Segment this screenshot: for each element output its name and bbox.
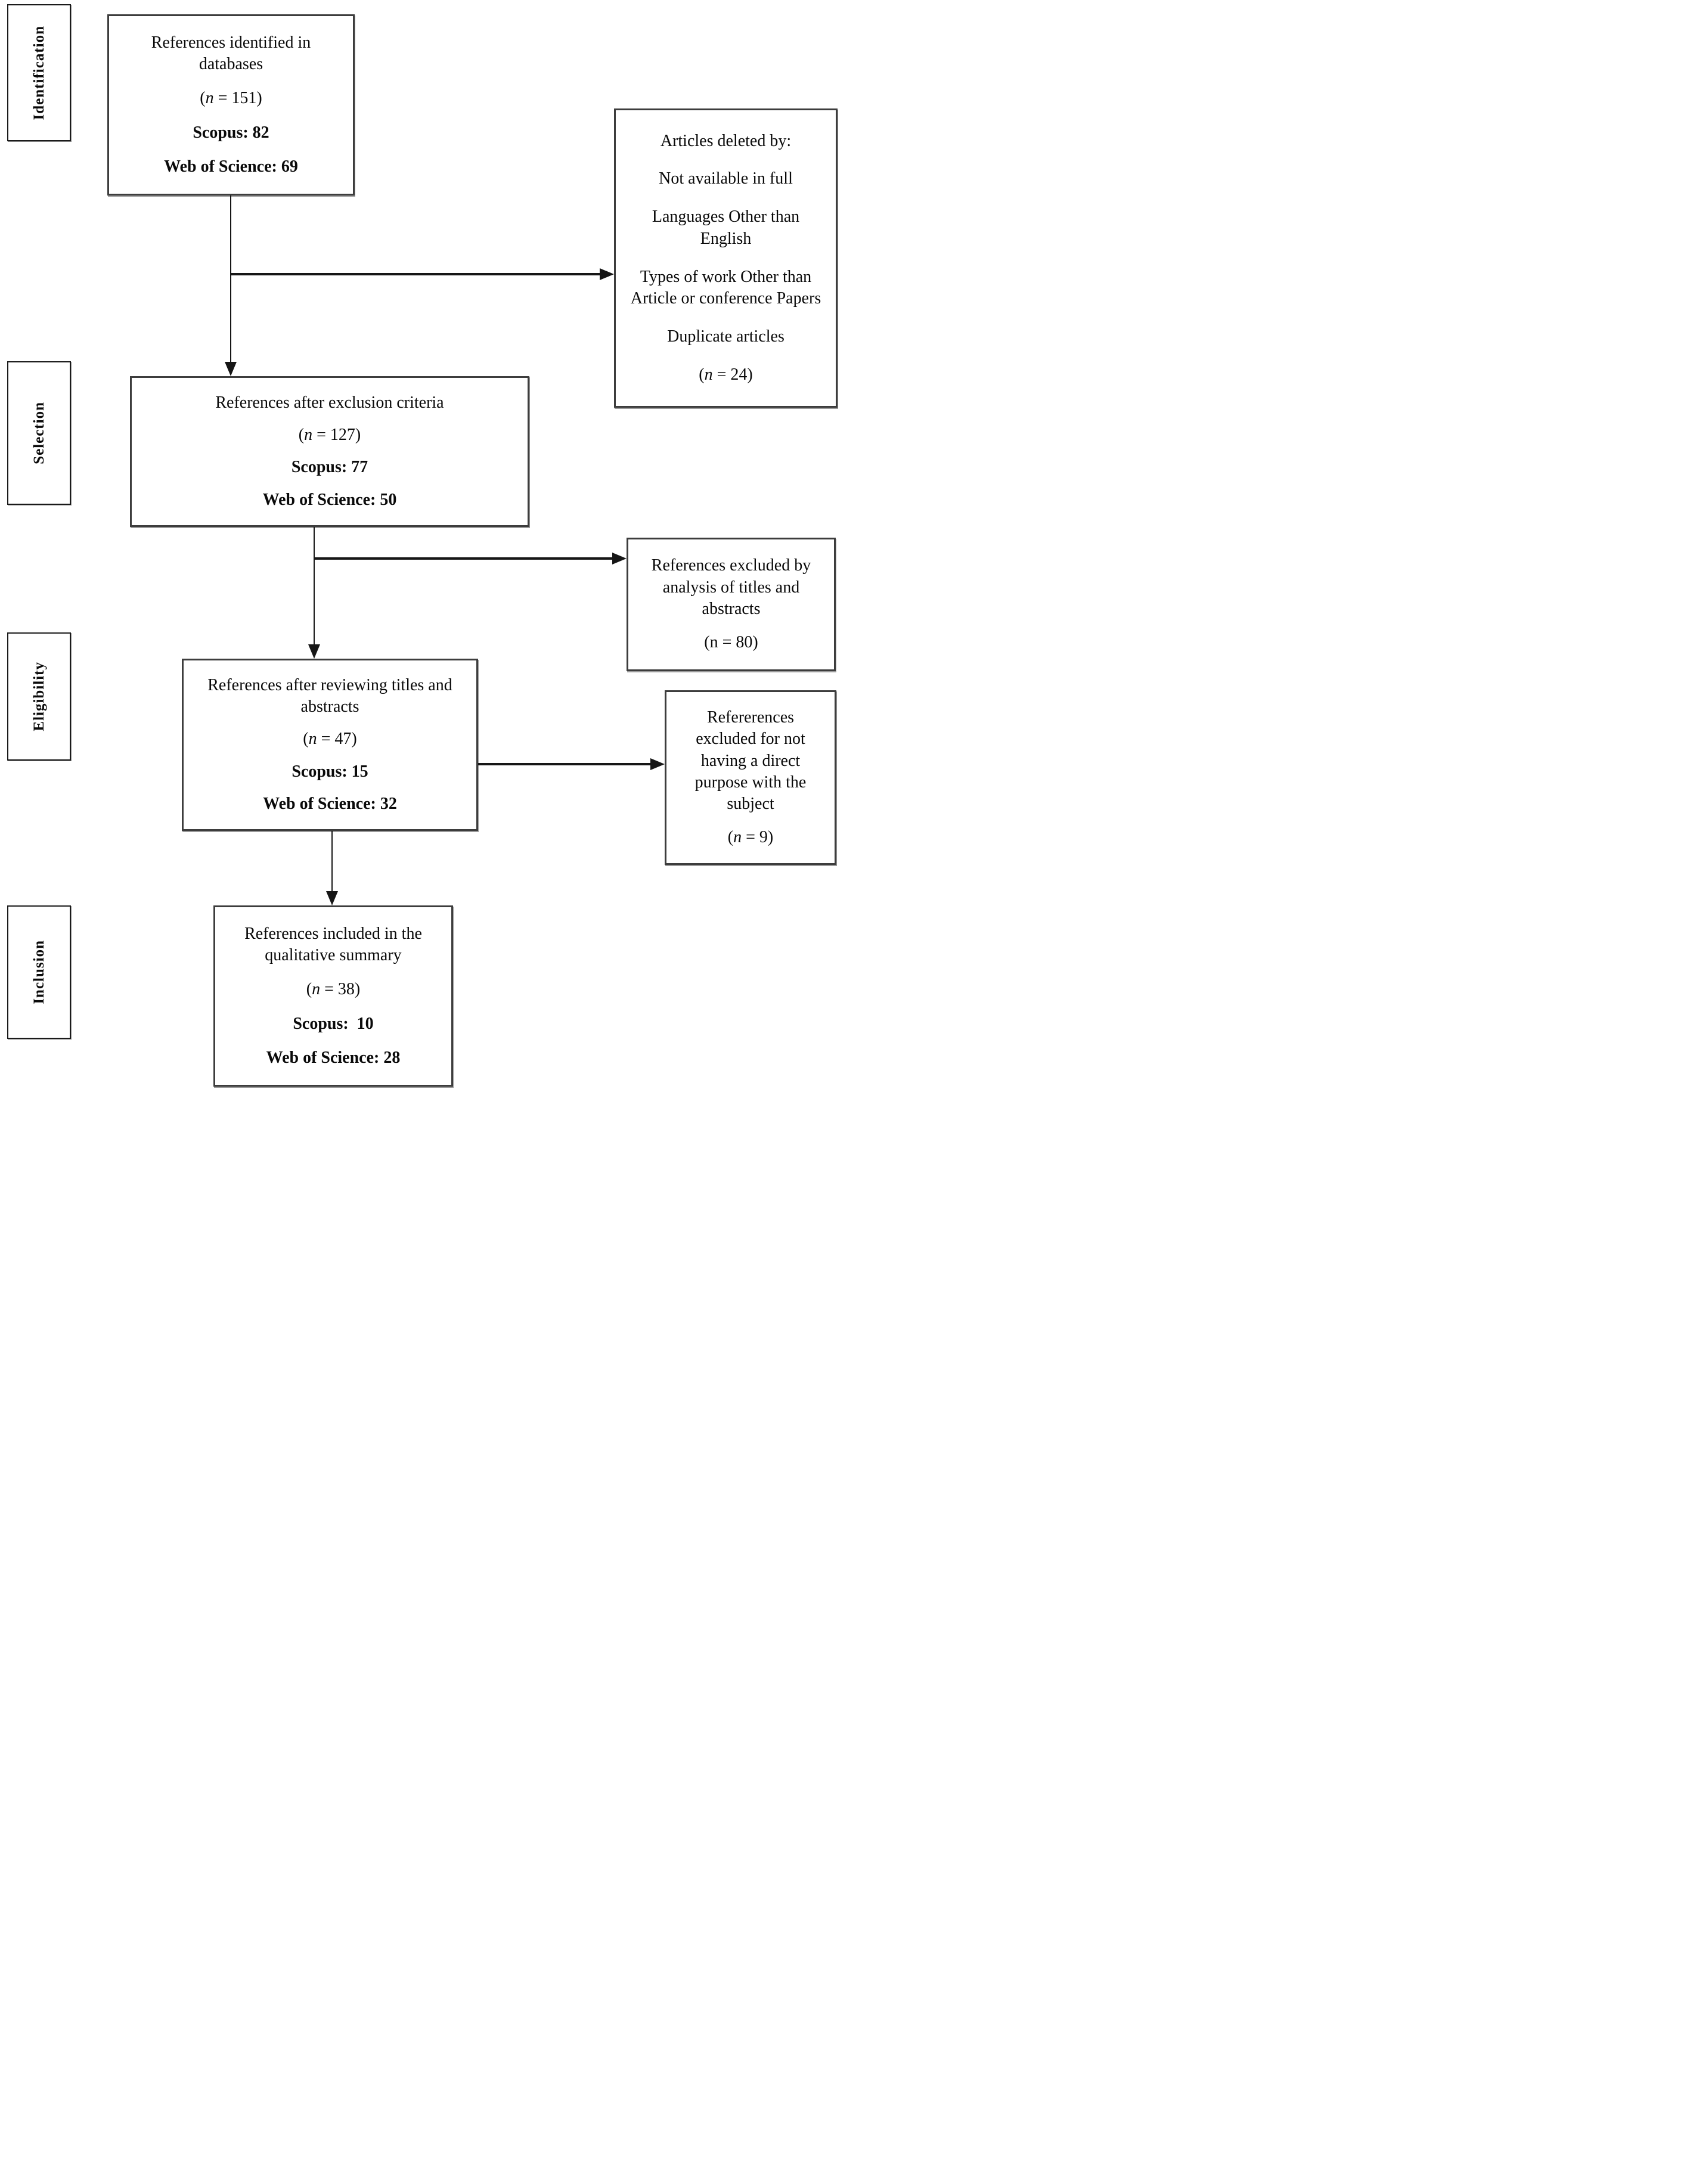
web-of-science-count: Web of Science: 69 [164, 157, 298, 176]
side-box-excluded-titles-abstracts: References excluded by analysis of title… [627, 538, 836, 671]
branch-line-to-articles-deleted [231, 273, 600, 275]
scopus-count: Scopus: 82 [193, 123, 269, 142]
n-symbol: n [205, 89, 214, 108]
web-of-science-count: Web of Science: 50 [262, 490, 397, 509]
branch-line-to-excluded-purpose [478, 763, 650, 765]
box-title: References identified in databases [151, 33, 311, 74]
n-value: = 80) [718, 633, 758, 652]
sample-size: (n = 80) [704, 632, 758, 653]
flow-box-included-qualitative-summary: References included in the qualitative s… [213, 905, 453, 1087]
flow-line-identified-to-exclusion [230, 196, 231, 363]
n-symbol: n [312, 980, 321, 999]
stage-label-selection: Selection [7, 361, 71, 505]
n-value: = 127) [312, 426, 361, 445]
sample-size: (n = 47) [303, 728, 356, 750]
n-value: = 9) [742, 827, 774, 846]
sample-size: (n = 9) [728, 827, 773, 848]
web-of-science-count: Web of Science: 28 [266, 1048, 401, 1067]
exclusion-reason: Duplicate articles [667, 327, 784, 346]
n-symbol: n [733, 827, 742, 846]
box-title: References after exclusion criteria [215, 393, 444, 412]
box-title: References after reviewing titles and ab… [207, 675, 452, 716]
n-value: = 47) [317, 730, 357, 749]
exclusion-reason: Languages Other than English [652, 207, 800, 248]
sample-size: (n = 24) [699, 364, 752, 386]
stage-label-eligibility: Eligibility [7, 632, 71, 761]
box-title: References included in the qualitative s… [244, 924, 422, 965]
stage-label-inclusion: Inclusion [7, 905, 71, 1039]
prisma-flow-diagram: Identification Selection Eligibility Inc… [0, 0, 845, 1092]
n-symbol: n [304, 426, 313, 445]
paren-open: ( [303, 730, 309, 749]
branch-line-to-excluded-abstracts [314, 557, 613, 560]
stage-label-text: Selection [30, 402, 47, 464]
n-value: = 38) [320, 980, 361, 999]
n-value: = 151) [213, 89, 262, 108]
arrowhead-down-exclusion-box [225, 362, 237, 376]
n-symbol: n [709, 633, 718, 652]
flow-line-exclusion-to-reviewing [314, 527, 315, 646]
arrowhead-right-excluded-purpose [650, 758, 665, 770]
box-title: Articles deleted by: [660, 131, 792, 150]
stage-label-text: Eligibility [30, 662, 47, 731]
arrowhead-right-excluded-abstracts [612, 553, 627, 564]
paren-open: ( [298, 426, 305, 445]
flow-line-reviewing-to-included [331, 831, 333, 892]
stage-label-text: Inclusion [30, 940, 47, 1004]
paren-open: ( [704, 633, 710, 652]
arrowhead-down-reviewing-box [308, 644, 320, 659]
paren-open: ( [200, 89, 206, 108]
arrowhead-down-included-box [326, 891, 338, 905]
web-of-science-count: Web of Science: 32 [263, 794, 397, 813]
side-box-articles-deleted: Articles deleted by: Not available in fu… [614, 108, 838, 408]
flow-box-after-exclusion-criteria: References after exclusion criteria (n =… [130, 376, 529, 527]
n-symbol: n [308, 730, 317, 749]
stage-label-identification: Identification [7, 4, 71, 141]
sample-size: (n = 38) [306, 979, 360, 1000]
side-box-excluded-no-direct-purpose: Refererences excluded for not having a d… [665, 690, 836, 865]
paren-open: ( [727, 827, 734, 846]
box-title: Refererences excluded for not having a d… [694, 708, 807, 814]
n-symbol: n [704, 365, 713, 384]
sample-size: (n = 151) [200, 88, 262, 109]
sample-size: (n = 127) [299, 424, 361, 446]
box-title: References excluded by analysis of title… [651, 556, 811, 618]
paren-open: ( [306, 980, 312, 999]
flow-box-references-identified: References identified in databases (n = … [107, 14, 355, 196]
flow-box-after-reviewing-titles: References after reviewing titles and ab… [182, 659, 478, 831]
stage-label-text: Identification [30, 25, 47, 120]
scopus-count: Scopus: 10 [293, 1014, 374, 1033]
n-value: = 24) [712, 365, 753, 384]
exclusion-reason: Types of work Other than Article or conf… [630, 267, 821, 308]
scopus-count: Scopus: 15 [292, 762, 368, 781]
scopus-count: Scopus: 77 [291, 458, 368, 477]
paren-open: ( [699, 365, 705, 384]
arrowhead-right-articles-deleted [600, 268, 614, 280]
exclusion-reason: Not available in full [659, 169, 793, 188]
